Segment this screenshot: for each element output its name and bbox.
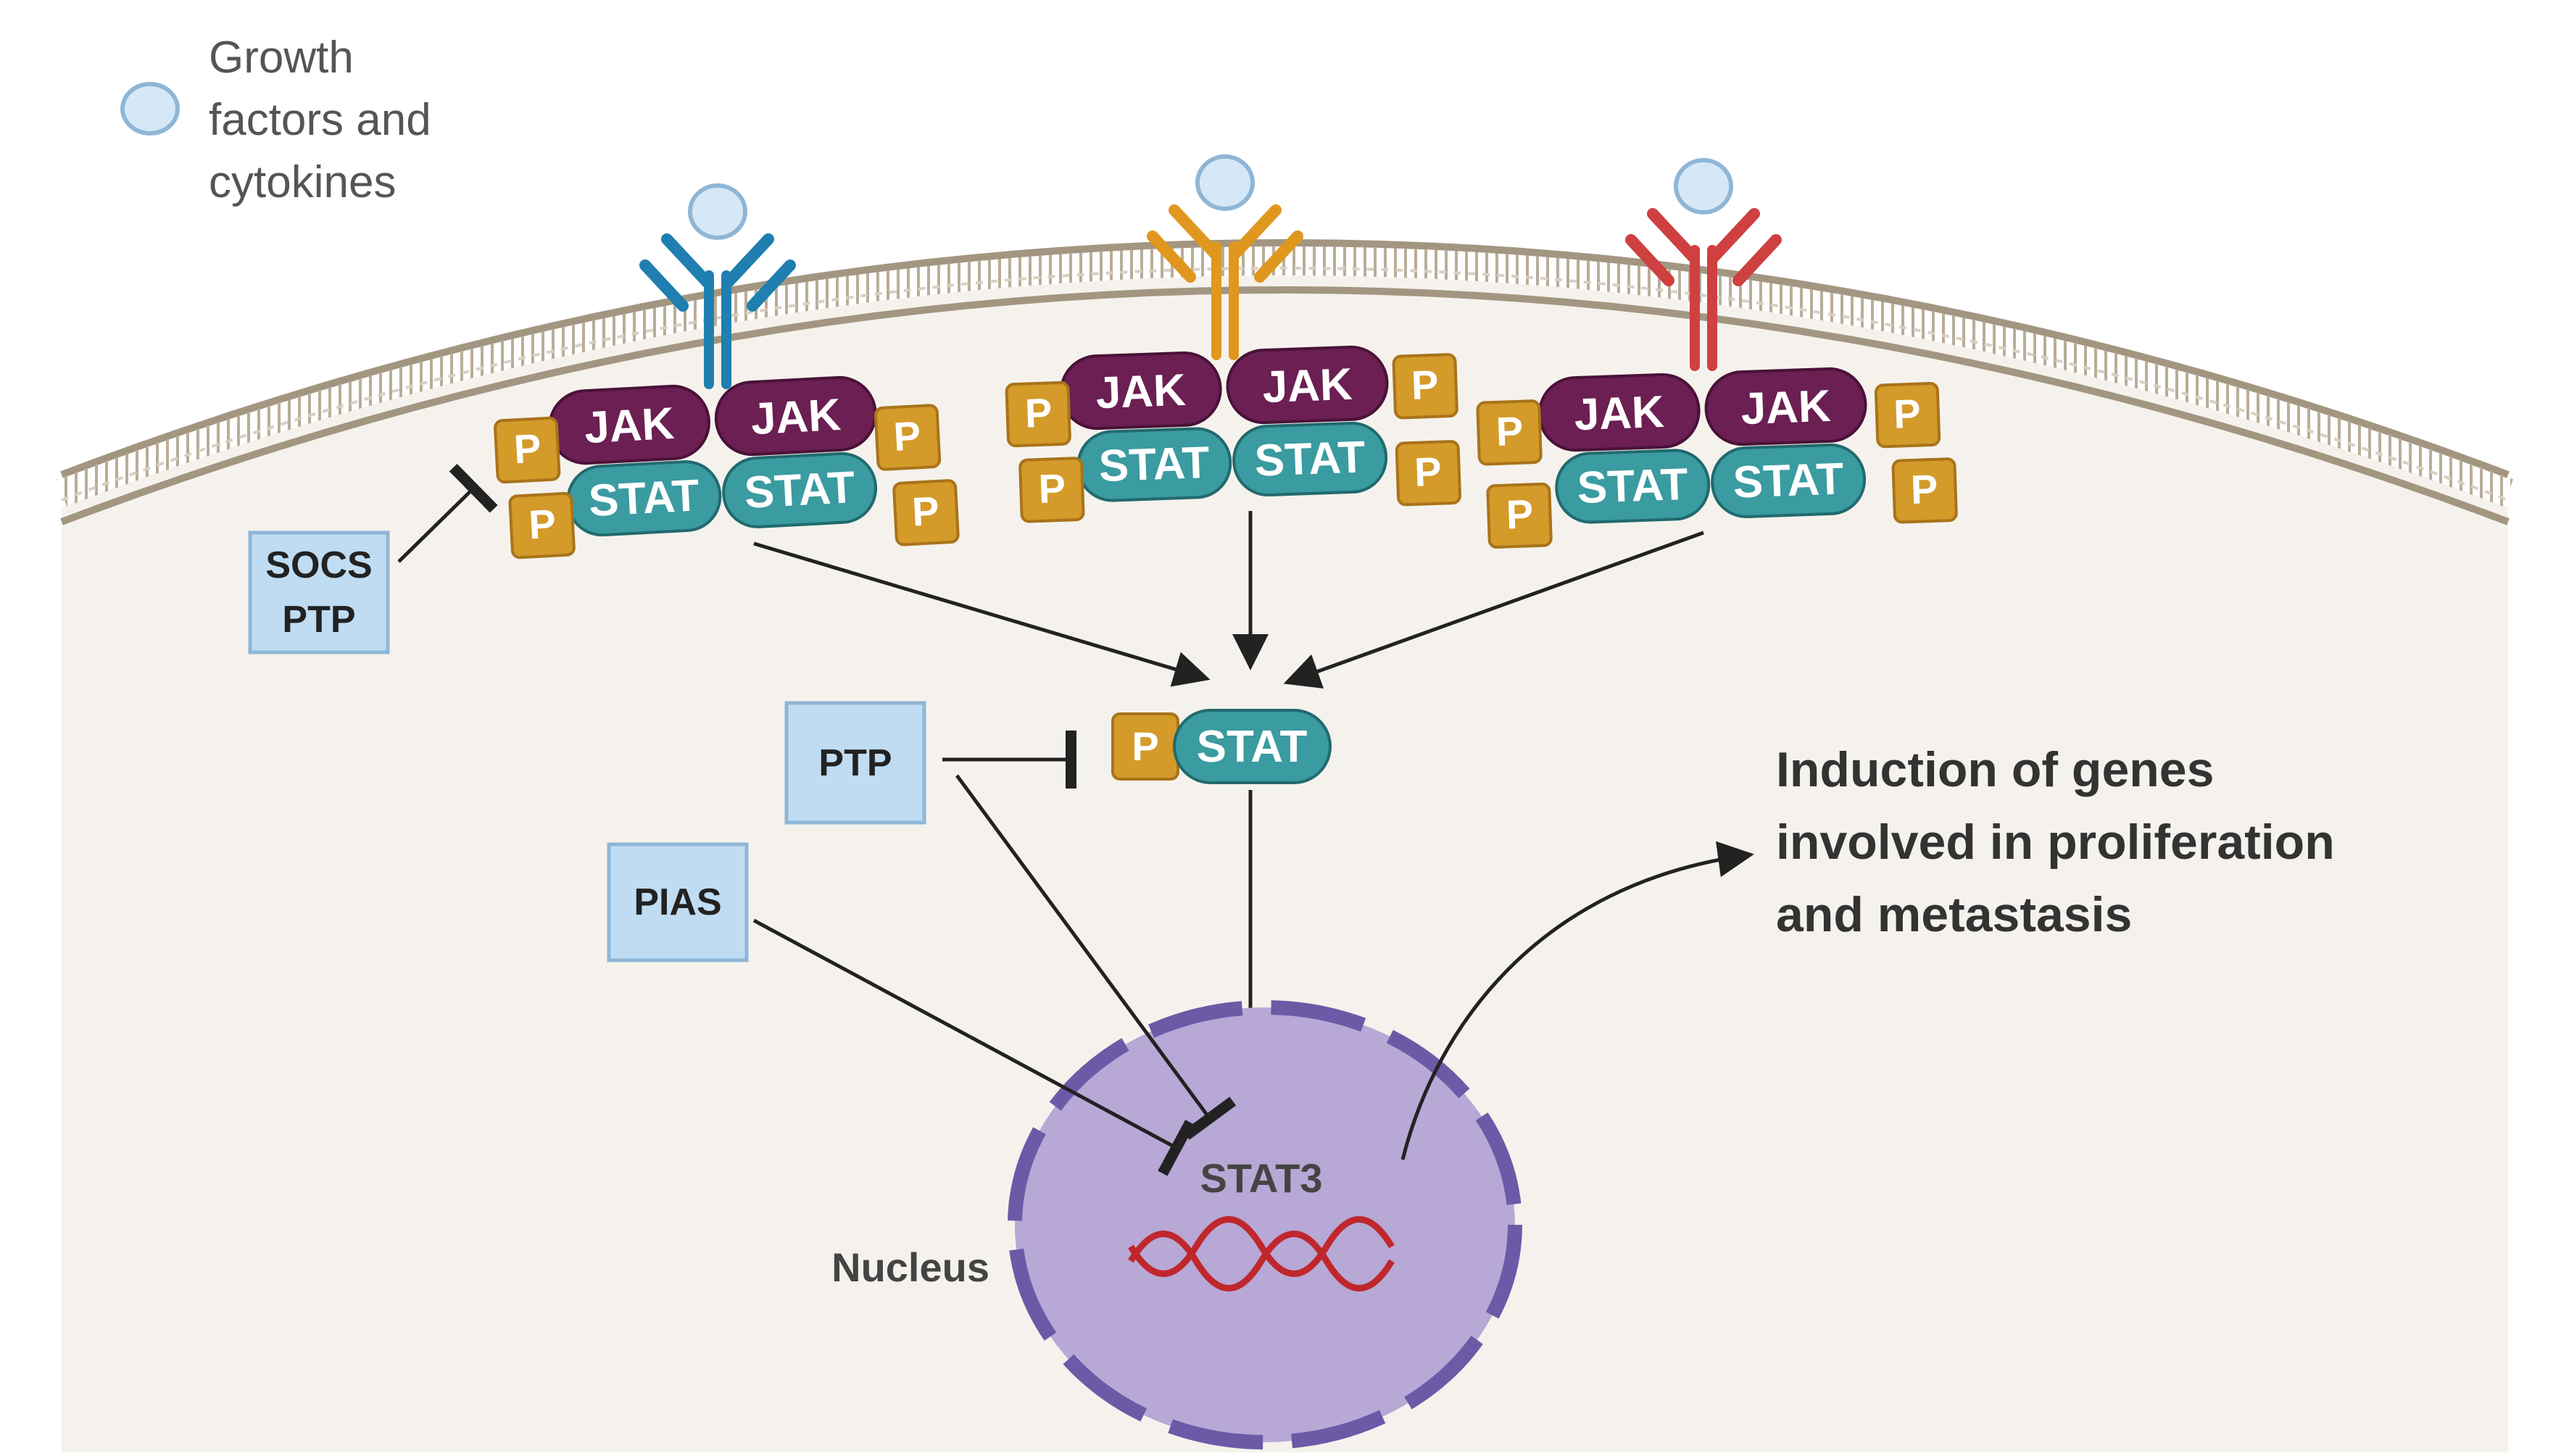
stat-label: STAT (1732, 454, 1845, 507)
ptp-label: PTP (818, 742, 892, 784)
receptor-red (1625, 158, 1782, 371)
jak-label: JAK (1261, 359, 1353, 412)
stat-pill: STAT (566, 460, 722, 537)
p-label: P (911, 488, 941, 535)
outcome-line-3: and metastasis (1776, 887, 2132, 942)
phospho-p: P (1395, 440, 1461, 507)
p-label: P (1893, 391, 1922, 437)
ligand-icon (120, 82, 180, 136)
nucleus-label: Nucleus (831, 1244, 989, 1290)
receptor-orange (1147, 154, 1303, 360)
p-label: P (528, 501, 557, 548)
nucleus: STAT3 (1008, 1000, 1522, 1449)
p-label: P (1506, 491, 1535, 537)
stat-pill: STAT (722, 452, 878, 528)
pias-label: PIAS (634, 881, 721, 923)
phospho-p: P (1874, 382, 1941, 449)
dna-icon (1128, 1216, 1395, 1291)
p-label: P (1024, 389, 1053, 436)
ligand-icon (1195, 154, 1255, 211)
jak-pill: JAK (548, 384, 710, 465)
p-label: P (892, 412, 922, 459)
stat-label: STAT (1254, 432, 1366, 486)
jak-label: JAK (750, 390, 842, 444)
p-label: P (1038, 465, 1067, 512)
cell-body (62, 275, 2508, 1452)
jak-label: JAK (1740, 381, 1832, 434)
jak-pill: JAK (1226, 345, 1389, 425)
phospho-p: P (1476, 399, 1543, 466)
outcome-line-1: Induction of genes (1776, 742, 2214, 797)
jak-stat-complex-2: JAK JAK STAT STAT P P P P (1005, 345, 1461, 523)
jak-label: JAK (1095, 365, 1187, 418)
legend-line-2: factors and (209, 95, 431, 145)
legend-line-1: Growth (209, 33, 354, 83)
stat-pill: STAT (1076, 427, 1232, 502)
socs-ptp-box: SOCS PTP (248, 531, 390, 654)
inhibition-line-pias (752, 918, 1195, 1176)
outcome-text: Induction of genes involved in prolifera… (1776, 742, 2335, 942)
stat-label: STAT (1577, 459, 1689, 513)
phospho-stat: P STAT (1111, 709, 1332, 784)
jak-pill: JAK (1537, 373, 1701, 452)
ligand-icon (688, 183, 747, 240)
p-label: P (1132, 723, 1158, 769)
jak-pill: JAK (714, 375, 877, 457)
stat-label: STAT (743, 462, 856, 518)
jak-label: JAK (1574, 387, 1666, 440)
activation-arrow-3 (1283, 531, 1704, 689)
p-label: P (1910, 466, 1939, 512)
p-label: P (1411, 362, 1440, 408)
ptp-box: PTP (784, 701, 926, 825)
phospho-p: P (873, 404, 942, 471)
gene-induction-arrow (1400, 841, 1754, 1160)
p-label: P (512, 425, 542, 473)
phospho-p: P (494, 416, 561, 484)
phospho-p: P (1486, 482, 1553, 549)
socs-label: SOCS (265, 544, 372, 586)
stat-label: STAT (587, 470, 700, 526)
p-label: P (1414, 449, 1443, 495)
phospho-p: P (508, 491, 576, 559)
phospho-p: P (1392, 353, 1458, 420)
jak-stat-complex-3: JAK JAK STAT STAT P P P P (1476, 367, 1958, 549)
stat-label: STAT (1197, 722, 1308, 772)
stat-pill: STAT (1232, 421, 1388, 496)
activation-arrow-1 (753, 541, 1211, 687)
pias-box: PIAS (607, 842, 749, 962)
phospho-p: P (1891, 457, 1958, 524)
ligand-icon (1674, 158, 1733, 215)
jak-pill: JAK (1059, 351, 1222, 430)
stat-pill: STAT (1711, 443, 1867, 518)
legend: Growth factors and cytokines (120, 33, 431, 207)
stat-pill: STAT (1555, 449, 1711, 524)
stat3-label: STAT3 (1200, 1155, 1322, 1201)
ptp-label: PTP (282, 599, 355, 641)
phospho-p: P (892, 479, 960, 546)
receptor-blue (639, 183, 796, 389)
phospho-p: P (1005, 380, 1071, 448)
legend-line-3: cytokines (209, 157, 396, 207)
stat-label: STAT (1098, 438, 1211, 491)
jak-label: JAK (583, 399, 676, 453)
phospho-p: P (1018, 457, 1085, 523)
outcome-line-2: involved in proliferation (1776, 815, 2335, 870)
inhibition-line-ptp-nucleus (955, 774, 1237, 1140)
jak-stat-complex-1: JAK JAK STAT STAT P P P P (494, 375, 960, 559)
jak-pill: JAK (1704, 367, 1867, 446)
p-label: P (1495, 408, 1524, 454)
inhibition-line-socs (397, 463, 498, 563)
